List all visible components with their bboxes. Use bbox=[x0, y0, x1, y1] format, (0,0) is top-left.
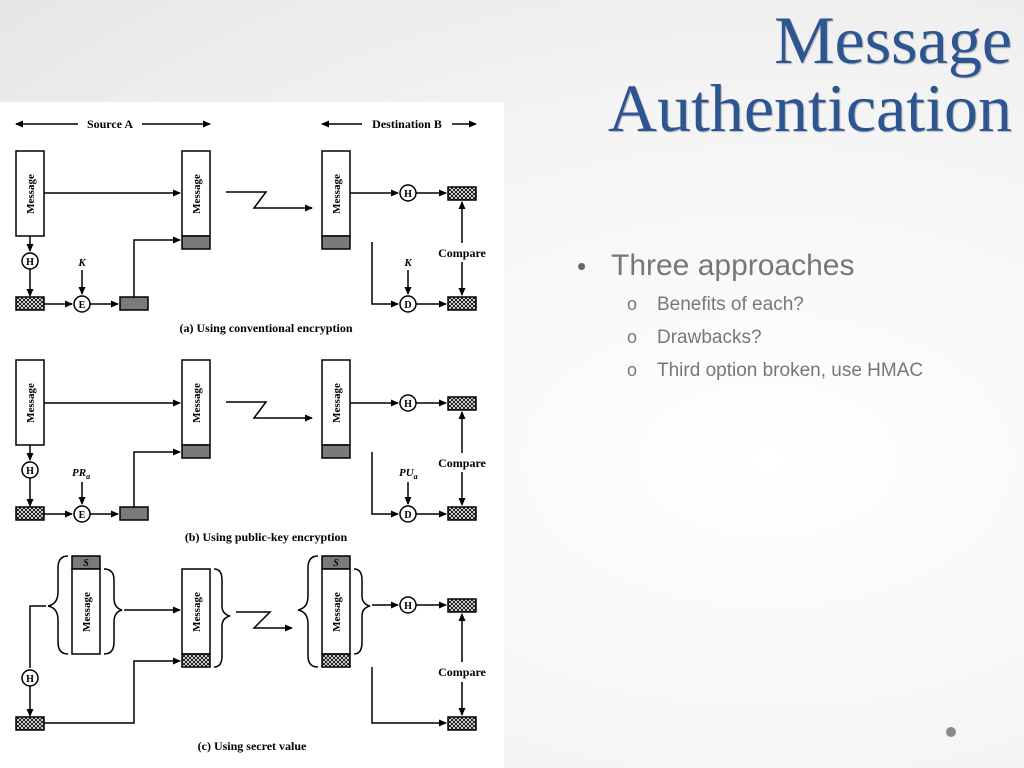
hash-label: H bbox=[404, 189, 412, 200]
message-label: Message bbox=[25, 174, 37, 214]
message-label: Message bbox=[191, 174, 203, 214]
message-label: Message bbox=[331, 174, 343, 214]
compare-label: Compare bbox=[438, 246, 486, 260]
sub-bullet: o Third option broken, use HMAC bbox=[577, 354, 1007, 387]
secret-label: S bbox=[83, 558, 89, 569]
hash-label: H bbox=[404, 399, 412, 410]
caption-a: (a) Using conventional encryption bbox=[179, 321, 352, 335]
hash-label: H bbox=[26, 674, 34, 685]
source-a-label: Source A bbox=[87, 117, 133, 131]
decrypt-label: D bbox=[404, 300, 411, 311]
encrypt-label: E bbox=[79, 510, 86, 521]
circle-bullet-icon: o bbox=[627, 327, 638, 347]
bullet-main-text: Three approaches bbox=[611, 249, 855, 282]
key-label: K bbox=[403, 257, 412, 269]
message-authentication-figure: Source A Destination B Message Message M… bbox=[0, 102, 504, 768]
hash-label: H bbox=[26, 466, 34, 477]
private-key-label: PRa bbox=[72, 467, 90, 481]
encrypt-label: E bbox=[79, 300, 86, 311]
sub-bullet: o Benefits of each? bbox=[577, 288, 1007, 321]
circle-bullet-icon: o bbox=[627, 360, 638, 380]
circle-bullet-icon: o bbox=[627, 294, 638, 314]
key-label: K bbox=[77, 257, 86, 269]
secret-label: S bbox=[333, 558, 339, 569]
decrypt-label: D bbox=[404, 510, 411, 521]
compare-label: Compare bbox=[438, 665, 486, 679]
bullet-list: • Three approaches o Benefits of each? o… bbox=[577, 244, 1007, 387]
caption-b: (b) Using public-key encryption bbox=[185, 530, 348, 544]
message-label: Message bbox=[331, 383, 343, 423]
bullet-dot-icon: • bbox=[577, 251, 587, 281]
message-label: Message bbox=[331, 592, 343, 632]
message-label: Message bbox=[191, 383, 203, 423]
sub-bullet-text: Third option broken, use HMAC bbox=[657, 360, 924, 381]
sub-bullet: o Drawbacks? bbox=[577, 321, 1007, 354]
message-label: Message bbox=[81, 592, 93, 632]
title-line-2: Authentication bbox=[607, 70, 1012, 146]
hash-label: H bbox=[26, 257, 34, 268]
sub-bullet-text: Benefits of each? bbox=[657, 294, 804, 315]
message-label: Message bbox=[25, 383, 37, 423]
destination-b-label: Destination B bbox=[372, 117, 442, 131]
hash-label: H bbox=[404, 601, 412, 612]
compare-label: Compare bbox=[438, 456, 486, 470]
authentication-diagram: Source A Destination B Message Message M… bbox=[15, 117, 487, 753]
slide-indicator-dot bbox=[946, 727, 956, 737]
message-label: Message bbox=[191, 592, 203, 632]
public-key-label: PUa bbox=[399, 467, 418, 481]
bullet-main: • Three approaches bbox=[577, 244, 1007, 288]
title-line-1: Message bbox=[774, 2, 1012, 78]
sub-bullet-text: Drawbacks? bbox=[657, 327, 762, 348]
slide-title: Message Authentication bbox=[452, 6, 1012, 142]
caption-c: (c) Using secret value bbox=[198, 739, 307, 753]
